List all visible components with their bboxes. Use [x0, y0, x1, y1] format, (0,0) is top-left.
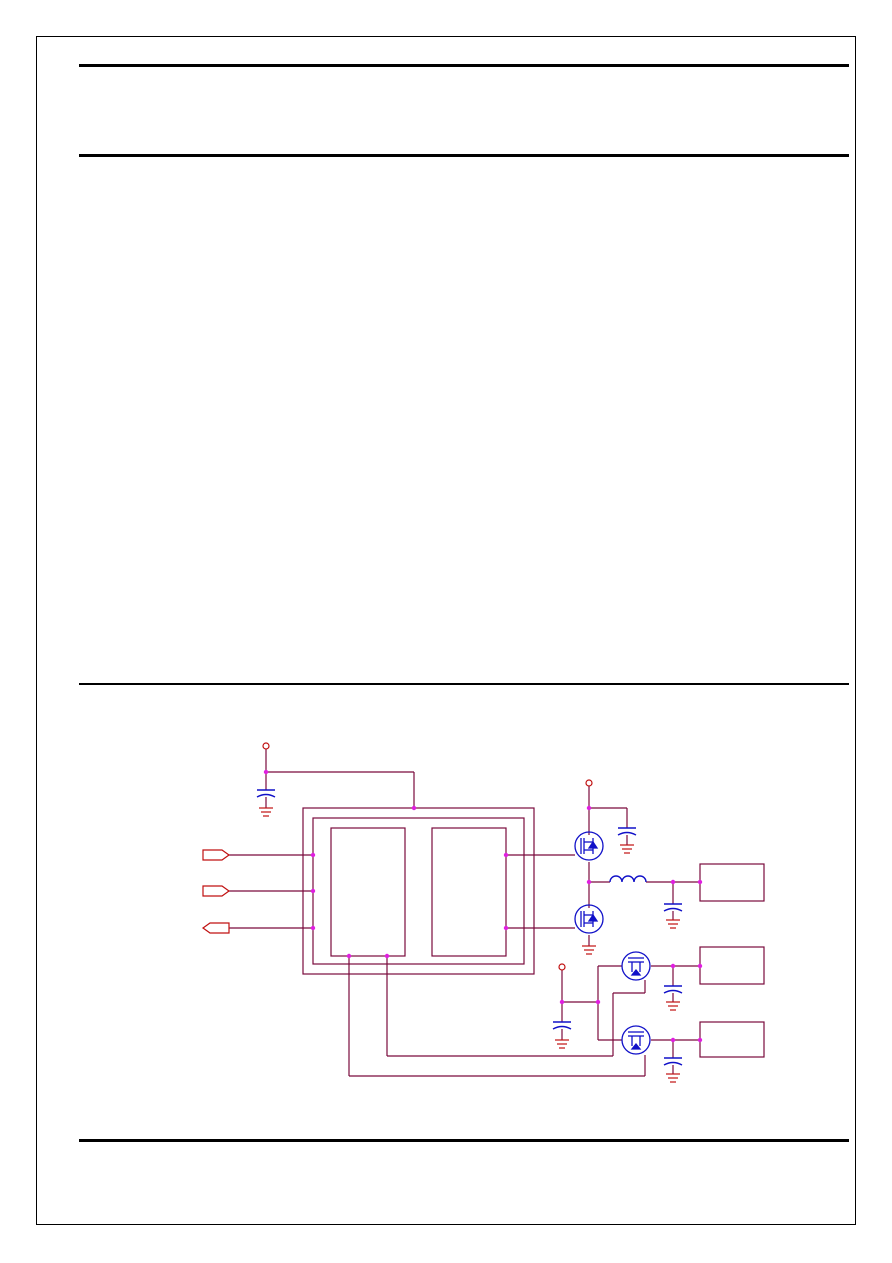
- output-inductor: [609, 875, 647, 883]
- high-side-mosfet: [574, 831, 604, 861]
- ground-leads: [265, 797, 674, 1074]
- power-supply-terminals: [262, 742, 593, 971]
- footer-rule: [79, 1139, 849, 1142]
- io-ports: [201, 849, 231, 934]
- controller-ic-package: [302, 807, 535, 975]
- input-port-2: [202, 885, 231, 897]
- header-bottom-rule: [79, 154, 849, 157]
- section-divider-rule: [79, 683, 849, 685]
- wires: [229, 749, 765, 1077]
- load-block-3: [699, 1021, 765, 1058]
- load-block-2: [699, 946, 765, 985]
- driver-block: [431, 827, 507, 957]
- low-side-mosfet: [574, 904, 604, 934]
- output-port: [201, 922, 230, 934]
- ldo-pass-transistor-1: [621, 951, 651, 981]
- junction-dots: [263, 769, 703, 1043]
- capacitors: [256, 789, 683, 1066]
- logic-block: [330, 827, 406, 957]
- ldo-pass-transistor-2: [621, 1025, 651, 1055]
- header-top-rule: [79, 64, 849, 67]
- load-block-1: [699, 863, 765, 902]
- mosfets: [574, 831, 651, 1055]
- page-frame: [36, 36, 856, 1225]
- input-port-1: [202, 849, 231, 861]
- ground-symbols: [259, 807, 680, 1083]
- controller-ic-inner: [312, 817, 525, 965]
